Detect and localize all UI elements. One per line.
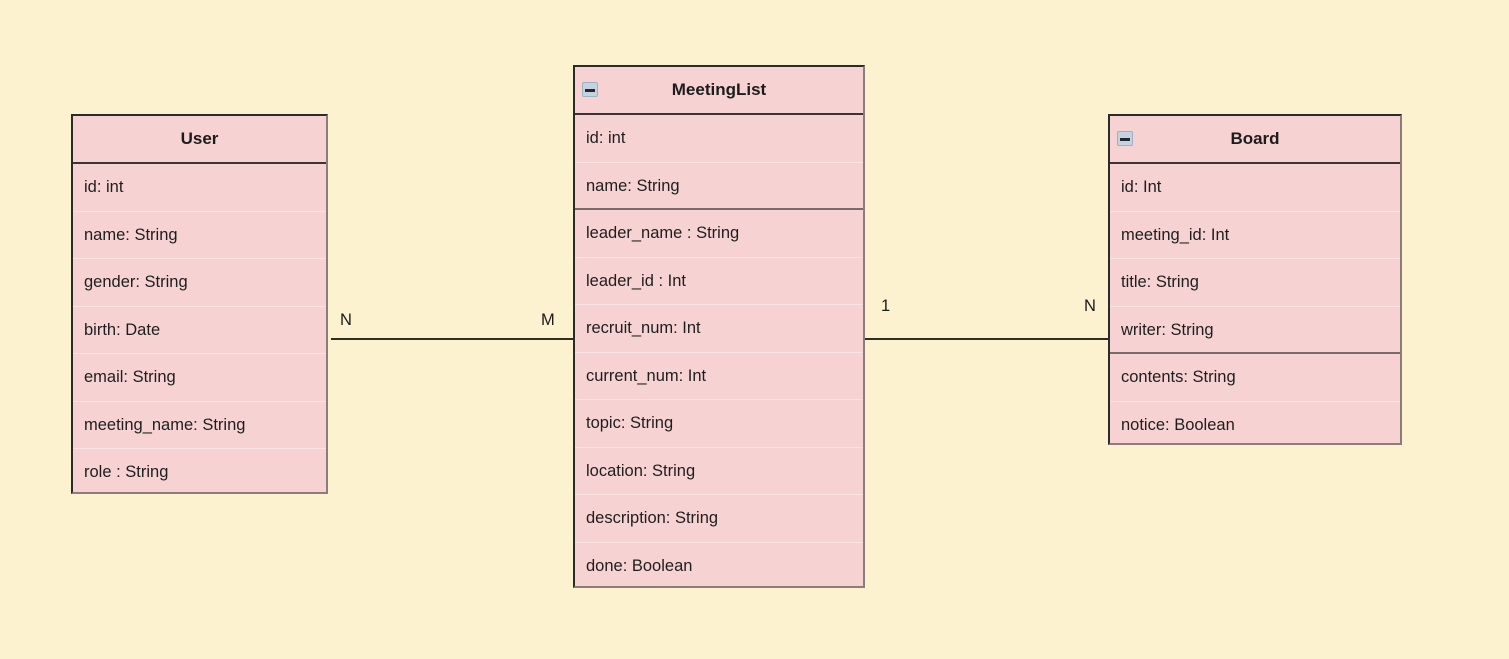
- relationship-line-user-meetinglist[interactable]: [331, 338, 573, 340]
- attribute-row[interactable]: name: String: [575, 163, 863, 210]
- attribute-row[interactable]: done: Boolean: [586, 556, 693, 575]
- entity-user-title: User: [180, 129, 219, 148]
- entity-meetinglist-attributes: id: int name: String leader_name : Strin…: [575, 115, 863, 590]
- attribute-row[interactable]: contents: String: [1110, 354, 1400, 402]
- entity-board-attributes: id: Int meeting_id: Int title: String wr…: [1110, 164, 1400, 449]
- entity-user-header[interactable]: User: [73, 116, 326, 164]
- attribute-row[interactable]: meeting_id: Int: [1110, 212, 1400, 259]
- collapse-minus-icon[interactable]: [1117, 131, 1133, 146]
- attribute-row[interactable]: title: String: [1110, 259, 1400, 307]
- entity-user-attributes: id: int name: String gender: String birt…: [73, 164, 326, 497]
- relationship-line-meetinglist-board[interactable]: [865, 338, 1108, 340]
- attribute-row[interactable]: id: Int: [1110, 164, 1400, 212]
- entity-meetinglist[interactable]: MeetingList id: int name: String leader_…: [573, 65, 865, 588]
- attribute-row[interactable]: id: int: [73, 164, 326, 212]
- attribute-row[interactable]: birth: Date: [73, 307, 326, 354]
- collapse-minus-icon[interactable]: [582, 82, 598, 97]
- attribute-row[interactable]: current_num: Int: [575, 353, 863, 400]
- cardinality-label-board-side: N: [1084, 297, 1096, 315]
- entity-board-title: Board: [1230, 129, 1280, 148]
- attribute-row[interactable]: notice: Boolean: [1121, 415, 1235, 434]
- attribute-row[interactable]: topic: String: [575, 400, 863, 448]
- cardinality-label-meetinglist-right-side: 1: [881, 297, 891, 315]
- cardinality-label-meetinglist-left-side: M: [541, 311, 555, 329]
- attribute-row[interactable]: role : String: [84, 463, 169, 481]
- cardinality-label-user-side: N: [340, 311, 352, 329]
- attribute-row[interactable]: gender: String: [73, 259, 326, 307]
- attribute-row[interactable]: leader_id : Int: [575, 258, 863, 305]
- entity-user[interactable]: User id: int name: String gender: String…: [71, 114, 328, 494]
- attribute-row[interactable]: writer: String: [1110, 307, 1400, 354]
- attribute-row[interactable]: location: String: [575, 448, 863, 495]
- entity-board-header[interactable]: Board: [1110, 116, 1400, 164]
- attribute-row[interactable]: email: String: [73, 354, 326, 402]
- attribute-row[interactable]: meeting_name: String: [73, 402, 326, 449]
- entity-meetinglist-title: MeetingList: [671, 80, 767, 99]
- entity-board[interactable]: Board id: Int meeting_id: Int title: Str…: [1108, 114, 1402, 445]
- attribute-row[interactable]: recruit_num: Int: [575, 305, 863, 353]
- attribute-row[interactable]: leader_name : String: [575, 210, 863, 258]
- attribute-row[interactable]: id: int: [575, 115, 863, 163]
- entity-meetinglist-header[interactable]: MeetingList: [575, 67, 863, 115]
- attribute-row[interactable]: name: String: [73, 212, 326, 259]
- attribute-row[interactable]: description: String: [575, 495, 863, 543]
